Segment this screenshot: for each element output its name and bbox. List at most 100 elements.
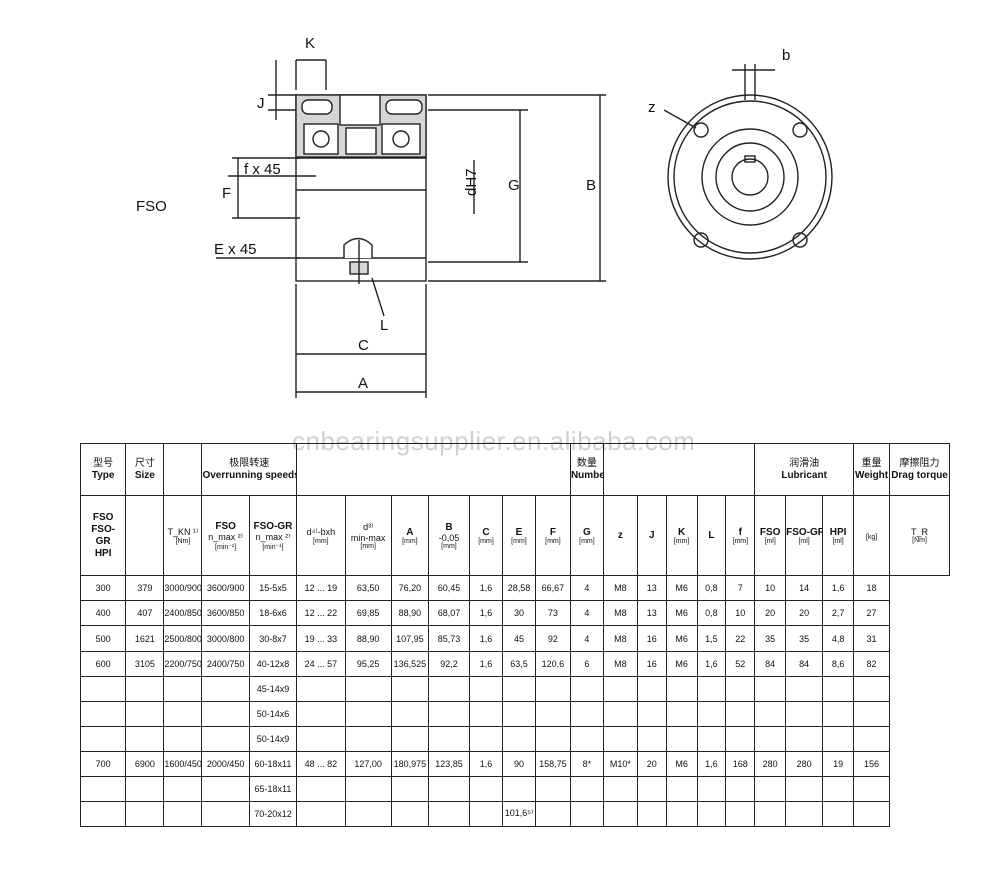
table-cell: 1,6 <box>469 600 503 627</box>
table-cell: 18-6x6 <box>248 600 298 627</box>
table-cell <box>390 775 429 802</box>
table-cell: 50-14x9 <box>248 725 298 752</box>
table-cell: 2000/450 <box>201 750 250 777</box>
table-cell: 28,58 <box>501 575 536 602</box>
table-cell: 45 <box>501 625 536 652</box>
table-cell <box>201 675 250 702</box>
table-cell <box>665 700 698 727</box>
table-cell <box>344 775 392 802</box>
table-cell <box>602 725 638 752</box>
table-cell <box>665 725 698 752</box>
table-cell: 4 <box>569 625 604 652</box>
table-cell: 168 <box>725 750 756 777</box>
table-cell: 63,5 <box>501 650 536 677</box>
table-cell <box>853 725 891 752</box>
table-cell: 12 ... 19 <box>296 575 346 602</box>
table-cell <box>201 700 250 727</box>
table-cell: 156 <box>853 750 891 777</box>
table-cell: 280 <box>754 750 787 777</box>
table-cell: M8 <box>602 575 638 602</box>
table-cell <box>201 775 250 802</box>
table-cell <box>569 800 604 828</box>
label-J: J <box>257 95 265 112</box>
table-cell <box>344 725 392 752</box>
table-cell: 20 <box>754 600 787 627</box>
label-G: G <box>508 177 520 194</box>
table-cell: M8 <box>602 650 638 677</box>
label-A: A <box>358 375 368 392</box>
table-cell: 136,525 <box>390 650 429 677</box>
table-cell <box>125 700 165 727</box>
table-cell <box>390 800 429 828</box>
table-cell <box>296 725 346 752</box>
table-cell: 700 <box>79 750 127 777</box>
table-cell: 180,975 <box>390 750 429 777</box>
table-cell <box>469 775 503 802</box>
table-cell: 1,6 <box>469 625 503 652</box>
table-cell: 30-8x7 <box>248 625 298 652</box>
table-cell: 45-14x9 <box>248 675 298 702</box>
table-cell: 3600/850 <box>201 600 250 627</box>
table-cell <box>696 775 727 802</box>
table-cell <box>853 775 891 802</box>
table-cell: 1600/450 <box>163 750 203 777</box>
table-cell: M6 <box>665 575 698 602</box>
table-cell <box>79 725 127 752</box>
table-cell: 35 <box>785 625 824 652</box>
table-cell: M6 <box>665 650 698 677</box>
table-cell: 95,25 <box>344 650 392 677</box>
table-cell <box>665 775 698 802</box>
table-cell: M10* <box>602 750 638 777</box>
table-cell: 27 <box>853 600 891 627</box>
table-cell <box>469 700 503 727</box>
table-cell: 127,00 <box>344 750 392 777</box>
table-cell <box>754 800 787 828</box>
label-z: z <box>648 99 656 116</box>
table-cell: 600 <box>79 650 127 677</box>
table-cell <box>390 725 429 752</box>
table-cell: 2500/800 <box>163 625 203 652</box>
table-cell: 1,6 <box>469 575 503 602</box>
table-cell: M8 <box>602 600 638 627</box>
table-cell <box>427 725 471 752</box>
table-cell: 30 <box>501 600 536 627</box>
table-cell <box>602 700 638 727</box>
table-cell <box>725 775 756 802</box>
table-cell: 1,6 <box>469 750 503 777</box>
table-cell <box>754 725 787 752</box>
table-cell <box>163 700 203 727</box>
table-cell <box>602 775 638 802</box>
table-cell: 0,8 <box>696 600 727 627</box>
table-cell <box>725 675 756 702</box>
table-cell: 120,6 <box>534 650 571 677</box>
table-cell <box>665 675 698 702</box>
table-cell: 280 <box>785 750 824 777</box>
table-cell <box>79 775 127 802</box>
table-cell: 16 <box>636 625 667 652</box>
table-cell <box>636 675 667 702</box>
table-cell: 4 <box>569 575 604 602</box>
table-cell <box>79 800 127 828</box>
table-cell <box>602 675 638 702</box>
flange-outline <box>667 94 833 260</box>
table-cell <box>79 675 127 702</box>
table-cell <box>163 725 203 752</box>
table-cell <box>853 800 891 828</box>
table-cell: 52 <box>725 650 756 677</box>
table-cell <box>822 725 855 752</box>
table-cell: 88,90 <box>344 625 392 652</box>
table-cell <box>785 675 824 702</box>
table-cell <box>785 725 824 752</box>
table-cell: 407 <box>125 600 165 627</box>
table-cell: 88,90 <box>390 600 429 627</box>
technical-drawing: K J f x 45 F E x 45 dH7 G B L C A z b <box>214 35 833 398</box>
table-cell <box>822 800 855 828</box>
table-cell <box>201 800 250 828</box>
table-cell <box>469 675 503 702</box>
